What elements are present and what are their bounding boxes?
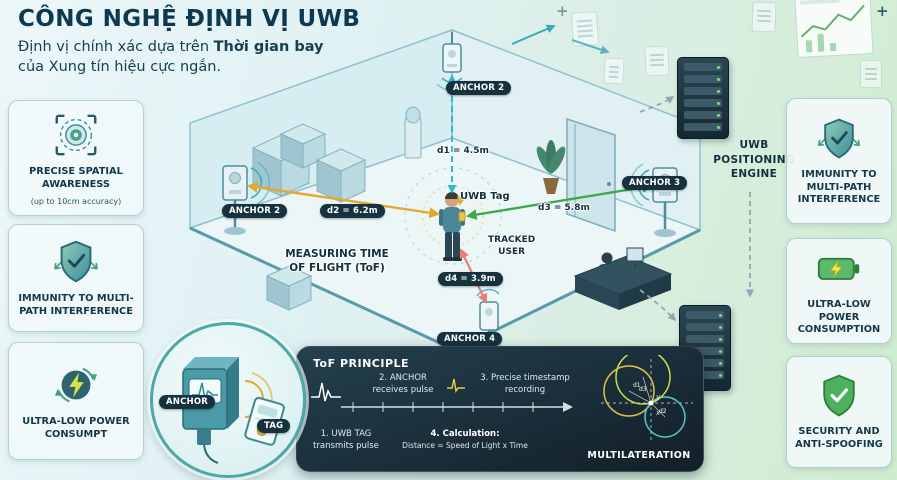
inset-anchor-label: ANCHOR: [159, 395, 216, 409]
feature-card-precise-spatial: PRECISE SPATIAL AWARENESS (up to 10cm ac…: [8, 100, 144, 216]
feature-card-immunity-right: IMMUNITY TO MULTI-PATH INTERFERENCE: [786, 98, 892, 224]
engine-line1: UWB: [739, 139, 769, 151]
timeline-axis: [341, 402, 573, 412]
tracked-user-line2: USER: [498, 246, 526, 257]
shield-arrows-icon: [817, 118, 861, 159]
anchor-top-label: ANCHOR 2: [446, 81, 512, 95]
feature-title: PRECISE SPATIAL AWARENESS: [29, 165, 123, 190]
tof-step2-line1: 2. ANCHOR: [379, 373, 427, 383]
plus-icon: +: [876, 2, 889, 20]
tof-principle-panel: ToF PRINCIPLE 2. ANCHOR receives pulse 3…: [296, 346, 704, 472]
tof-step1-line2: transmits pulse: [313, 440, 379, 451]
feature-title: IMMUNITY TO MULTI-PATH INTERFERENCE: [18, 293, 134, 317]
document-icon: [860, 60, 882, 88]
feature-title: ULTRA-LOW POWER CONSUMPT: [22, 416, 130, 440]
page-title: CÔNG NGHỆ ĐỊNH VỊ UWB: [18, 6, 361, 32]
tof-step1-line1: 1. UWB TAG: [320, 429, 372, 439]
axis-label-x: x: [655, 409, 661, 417]
tracked-user-line1: TRACKED: [488, 235, 536, 245]
d3-label: d3 = 5.8m: [538, 203, 590, 213]
subtitle-bold-text: Thời gian bay: [213, 39, 324, 55]
shield-arrows-icon: [53, 241, 99, 283]
tof-step2-line2: receives pulse: [372, 384, 434, 395]
tracked-user-label: TRACKED USER: [488, 235, 535, 258]
radius-label-d3: d3: [639, 386, 647, 393]
tof-title: ToF PRINCIPLE: [313, 357, 410, 370]
pulse-icon: [311, 382, 341, 402]
d2-label: d2 = 6.2m: [320, 204, 385, 218]
feature-card-security: SECURITY AND ANTI-SPOOFING: [786, 356, 892, 468]
engine-line2: POSITIONING: [713, 153, 795, 166]
feature-card-low-power-left: ULTRA-LOW POWER CONSUMPT: [8, 342, 144, 460]
anchor-bottom-label: ANCHOR 4: [437, 332, 503, 346]
water-cooler: [404, 117, 422, 159]
tof-step3-line2: recording: [504, 384, 546, 395]
subtitle-text: Định vị chính xác dựa trên: [18, 39, 214, 55]
d2-line: [246, 181, 441, 219]
door: [566, 117, 616, 233]
inset-anchor-device: [182, 357, 239, 464]
tof-step4: 4. Calculation: Distance = Speed of Ligh…: [397, 429, 533, 451]
anchor-left-label: ANCHOR 2: [222, 204, 288, 218]
engine-line3: ENGINE: [730, 168, 778, 181]
feature-card-immunity-left: IMMUNITY TO MULTI-PATH INTERFERENCE: [8, 224, 144, 332]
security-shield-icon: [823, 374, 855, 417]
measuring-line1: MEASURING TIME: [285, 248, 389, 260]
document-icon: [751, 1, 777, 33]
tag-pointer-arrow: [456, 191, 476, 206]
sparkline-icon: [799, 0, 865, 53]
feature-card-low-power-right: ULTRA-LOW POWER CONSUMPTION: [786, 238, 892, 344]
radius-label-d2: d2: [659, 408, 667, 415]
feature-title: SECURITY AND ANTI-SPOOFING: [795, 426, 883, 450]
tof-step4-line1: 4. Calculation:: [430, 429, 500, 439]
d1-label: d1 = 4.5m: [437, 146, 489, 156]
feature-title: ULTRA-LOW POWER CONSUMPTION: [797, 298, 881, 336]
battery-icon: [817, 257, 860, 280]
inset-tag-label: TAG: [257, 419, 291, 433]
d4-label: d4 = 3.9m: [438, 272, 503, 286]
tof-step4-line2: Distance = Speed of Light x Time: [402, 440, 528, 450]
power-cycle-icon: [54, 367, 98, 403]
subtitle-line2: của Xung tín hiệu cực ngắn.: [18, 58, 222, 75]
tof-step2: 2. ANCHOR receives pulse: [359, 373, 447, 397]
pulse-icon-small: [447, 378, 465, 393]
subtitle: Định vị chính xác dựa trên Thời gian bay…: [18, 38, 324, 77]
uwb-tag-label: UWB Tag: [460, 191, 510, 202]
anchor-left-device: [222, 161, 271, 235]
radius-label-d1: d1: [633, 382, 641, 389]
measuring-tof-label: MEASURING TIME OF FLIGHT (ToF): [262, 248, 412, 275]
plus-icon: +: [556, 2, 569, 20]
feature-title: IMMUNITY TO MULTI-PATH INTERFERENCE: [797, 168, 881, 206]
multilateration-diagram: d1 d2 d3 y x: [601, 355, 693, 443]
target-icon: [55, 114, 97, 156]
feature-subtitle: (up to 10cm accuracy): [30, 197, 122, 207]
tof-step1: 1. UWB TAG transmits pulse: [303, 429, 389, 453]
multilateration-label: MULTILATERATION: [587, 450, 691, 461]
engine-label: UWB POSITIONING ENGINE: [712, 138, 796, 182]
tof-step3: 3. Precise timestamp recording: [469, 373, 581, 397]
server-rack-top: [677, 57, 729, 139]
tracked-user-figure: [439, 192, 466, 261]
d3-line: [465, 182, 654, 220]
tof-step3-line1: 3. Precise timestamp: [480, 373, 570, 383]
chart-panel-decoration: [794, 0, 874, 58]
anchor-tag-inset: ANCHOR TAG: [150, 322, 306, 478]
anchor-right-label: ANCHOR 3: [622, 176, 688, 190]
measuring-line2: OF FLIGHT (ToF): [289, 261, 385, 274]
uwb-tag-device: [458, 211, 466, 222]
axis-label-y: y: [655, 393, 661, 401]
